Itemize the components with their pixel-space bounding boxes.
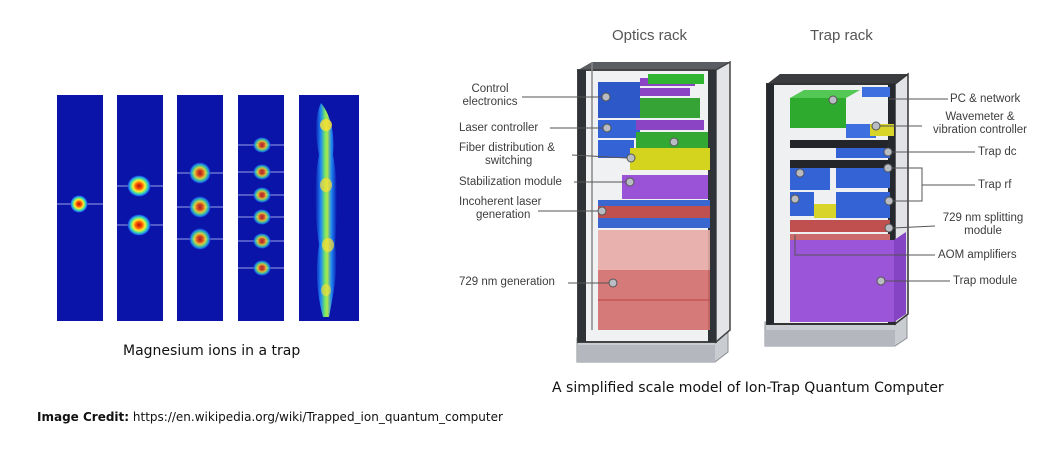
ion-panel-5 — [299, 95, 359, 321]
ion-dot — [189, 228, 211, 250]
ion-panel-4 — [238, 95, 284, 321]
ion-dot — [253, 187, 271, 203]
ion-image-caption: Magnesium ions in a trap — [123, 343, 301, 359]
optics-rack — [522, 60, 731, 363]
label-control-electronics: Control electronics — [462, 83, 518, 108]
label-fiber-distribution: Fiber distribution & switching — [459, 142, 555, 167]
label-729nm-generation: 729 nm generation — [459, 276, 555, 288]
label-aom-amplifiers: AOM amplifiers — [938, 249, 1017, 261]
ion-dot — [189, 196, 211, 218]
ion-dot — [127, 214, 151, 236]
label-trap-module: Trap module — [953, 275, 1018, 287]
ion-dot — [189, 162, 211, 184]
optics-rack-title: Optics rack — [612, 27, 688, 44]
ion-panel-3 — [177, 95, 223, 321]
ion-dot — [253, 209, 271, 225]
ion-dot — [253, 164, 271, 180]
label-trap-dc: Trap dc — [978, 146, 1017, 158]
label-stabilization-module: Stabilization module — [459, 176, 562, 188]
credit-label: Image Credit: — [37, 410, 130, 424]
label-729nm-splitting: 729 nm splitting module — [942, 212, 1024, 237]
trap-rack — [764, 72, 975, 347]
ion-dot — [127, 175, 151, 197]
rack-illustration — [522, 60, 975, 363]
ion-dot — [253, 260, 271, 276]
ion-panel-2 — [117, 95, 163, 321]
label-wavemeter: Wavemeter & vibration controller — [933, 111, 1027, 136]
credit-url[interactable]: https://en.wikipedia.org/wiki/Trapped_io… — [132, 410, 503, 424]
ion-dot — [70, 195, 88, 213]
label-incoherent-laser: Incoherent laser generation — [459, 196, 542, 221]
label-trap-rf: Trap rf — [978, 179, 1012, 191]
trap-rack-title: Trap rack — [810, 27, 873, 44]
label-laser-controller: Laser controller — [459, 122, 539, 134]
ion-panel-1 — [57, 95, 103, 321]
image-credit: Image Credit: https://en.wikipedia.org/w… — [37, 410, 503, 424]
rack-model-caption: A simplified scale model of Ion-Trap Qua… — [552, 380, 944, 396]
ion-dot — [253, 137, 271, 153]
label-pc-network: PC & network — [950, 93, 1021, 105]
ion-dot — [253, 233, 271, 249]
